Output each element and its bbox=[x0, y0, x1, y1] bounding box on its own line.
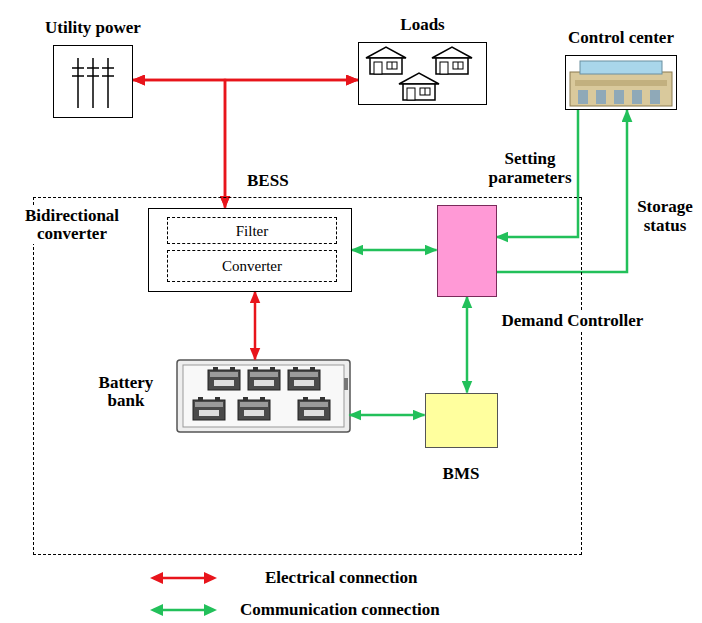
illustration-part bbox=[150, 572, 163, 584]
illustration-part bbox=[344, 378, 348, 390]
illustration-part bbox=[248, 367, 280, 390]
controller-box: Demand Controller bbox=[437, 205, 497, 297]
power-connector bbox=[254, 292, 257, 360]
legend-label: Electrical connection bbox=[265, 569, 418, 588]
illustration-part bbox=[87, 67, 99, 69]
illustration-part bbox=[288, 367, 320, 390]
illustration-part bbox=[204, 604, 217, 616]
illustration-part bbox=[575, 80, 667, 86]
battery-box: Battery bank bbox=[177, 360, 350, 432]
connector-label: Setting parameters bbox=[484, 150, 576, 187]
illustration-part bbox=[193, 397, 225, 420]
box-heading: Battery bank bbox=[88, 374, 165, 411]
box-heading: Demand Controller bbox=[501, 312, 645, 331]
legend-label: Communication connection bbox=[240, 601, 440, 620]
illustration-part bbox=[150, 604, 163, 616]
illustration-part bbox=[432, 47, 472, 74]
illustration-part bbox=[366, 47, 406, 74]
illustration-part bbox=[102, 75, 114, 77]
illustration-part bbox=[298, 397, 330, 420]
illustration-part bbox=[578, 90, 588, 104]
illustration-part bbox=[102, 67, 114, 69]
illustration-part bbox=[72, 67, 84, 69]
houses-icon bbox=[366, 47, 472, 100]
box-heading: BMS bbox=[442, 465, 481, 484]
illustration-part bbox=[596, 90, 606, 104]
legend-arrows bbox=[150, 572, 217, 616]
source-box: Utility power bbox=[53, 45, 133, 118]
pylon-icon bbox=[72, 58, 114, 108]
load-box: Loads bbox=[358, 42, 487, 105]
illustration-part bbox=[632, 90, 642, 104]
filter-box: Filter bbox=[167, 217, 337, 244]
converter-box: Bidirectional converterFilterConverter bbox=[148, 208, 352, 292]
box-heading: Bidirectional converter bbox=[4, 207, 141, 244]
box-heading: Utility power bbox=[44, 19, 142, 38]
signal-connector bbox=[497, 110, 628, 272]
illustration-part bbox=[614, 90, 624, 104]
illustration-part bbox=[87, 75, 99, 77]
illustration-part bbox=[107, 58, 109, 108]
signal-connector bbox=[352, 249, 437, 252]
illustration-part bbox=[160, 577, 207, 580]
box-heading: Control center bbox=[567, 29, 675, 48]
illustration-part bbox=[204, 572, 217, 584]
illustration-part bbox=[177, 360, 350, 432]
system-region: BESSBidirectional converterFilterConvert… bbox=[33, 197, 582, 555]
battery-bank-icon bbox=[177, 360, 350, 432]
illustration-part bbox=[92, 58, 94, 108]
converter-stage-box: Converter bbox=[167, 250, 337, 282]
power-connector bbox=[225, 80, 358, 208]
illustration-part bbox=[399, 73, 439, 100]
bms-box: BMS bbox=[425, 393, 498, 448]
illustration-part bbox=[650, 90, 660, 104]
box-label: Filter bbox=[168, 222, 336, 239]
signal-connector bbox=[466, 297, 469, 393]
control-box: Control center bbox=[565, 55, 677, 110]
illustration-part bbox=[77, 58, 79, 108]
signal-connector bbox=[350, 414, 425, 417]
illustration-part bbox=[208, 367, 240, 390]
illustration-part bbox=[580, 61, 662, 74]
connector-label: Storage status bbox=[632, 198, 698, 235]
building-icon bbox=[570, 61, 672, 106]
box-heading: BESS bbox=[246, 172, 290, 191]
illustration-part bbox=[570, 72, 672, 106]
illustration-part bbox=[160, 609, 207, 612]
illustration-part bbox=[238, 397, 270, 420]
illustration-part bbox=[72, 75, 84, 77]
power-connector bbox=[133, 80, 225, 208]
box-heading: Loads bbox=[399, 16, 445, 35]
box-label: Converter bbox=[168, 258, 336, 275]
illustration-part bbox=[183, 365, 344, 427]
